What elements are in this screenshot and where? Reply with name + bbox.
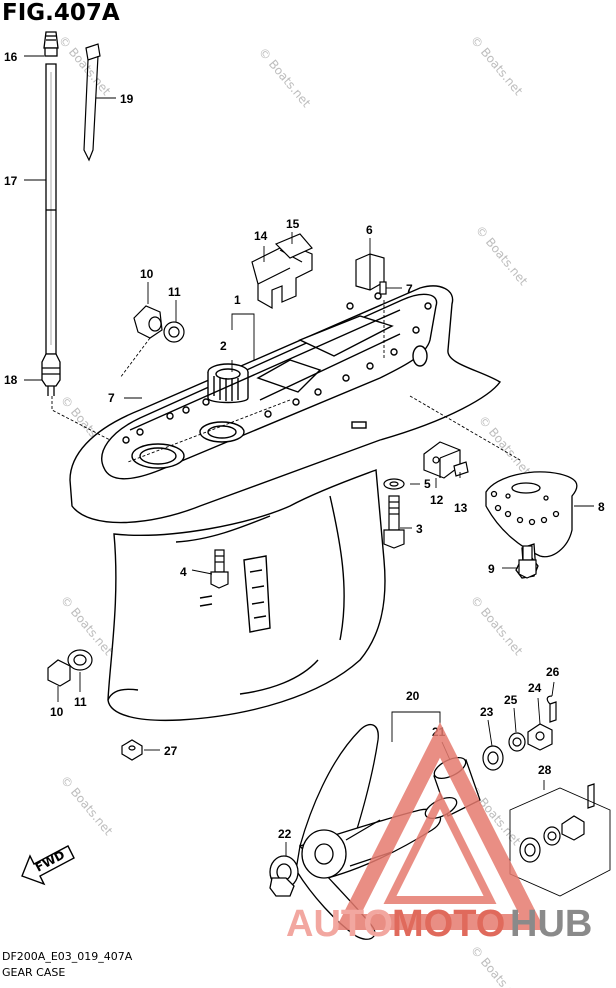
callout-19: 19 <box>120 92 134 106</box>
watermark: © Boats.net <box>58 593 116 658</box>
watermark: © Boats.net <box>56 33 114 98</box>
anode-bolt <box>518 545 537 579</box>
logo-text-auto: AUTO <box>286 903 393 945</box>
callout-3: 3 <box>416 522 423 536</box>
hardware-kit <box>519 783 595 863</box>
callout-24: 24 <box>528 681 542 695</box>
callout-27: 27 <box>164 744 178 758</box>
callout-4: 4 <box>180 565 187 579</box>
callout-labels: 16 19 17 15 14 6 10 11 7 1 2 18 7 5 12 1… <box>4 50 605 841</box>
callout-10: 10 <box>50 705 64 719</box>
watermark: © Boats.net <box>473 223 531 288</box>
figure-code: DF200A_E03_019_407A <box>2 950 133 963</box>
callout-8: 8 <box>598 500 605 514</box>
figure-name: GEAR CASE <box>2 966 66 979</box>
upper-bracket <box>251 233 313 310</box>
watermark: © Boats.net <box>256 45 314 110</box>
automotohub-logo: AUTO MOTO HUB <box>286 722 592 945</box>
callout-9: 9 <box>488 562 495 576</box>
callout-1: 1 <box>234 293 241 307</box>
gear-case-lower-body <box>107 469 386 722</box>
callout-11: 11 <box>74 695 87 709</box>
drive-shaft-group <box>41 31 61 396</box>
callout-17: 17 <box>4 174 18 188</box>
cover-cap <box>355 253 387 295</box>
short-bolt <box>210 549 229 589</box>
callout-15: 15 <box>286 217 300 231</box>
callout-25: 25 <box>504 693 518 707</box>
watermark: © Boats.net <box>476 413 534 478</box>
callout-28: 28 <box>538 763 552 777</box>
callout-20: 20 <box>406 689 420 703</box>
callout-10: 10 <box>140 267 154 281</box>
callout-26: 26 <box>546 665 560 679</box>
watermark: © Boats.net <box>468 593 526 658</box>
logo-text-moto: MOTO <box>392 903 505 945</box>
callout-18: 18 <box>4 373 18 387</box>
callout-13: 13 <box>454 501 468 515</box>
callout-7: 7 <box>406 282 413 296</box>
propeller-nut-set <box>482 695 557 771</box>
watermark: © Boats.net <box>468 943 526 988</box>
watermark: © Boats.net <box>58 773 116 838</box>
callout-6: 6 <box>366 223 373 237</box>
callout-14: 14 <box>254 229 268 243</box>
long-bolt <box>383 495 405 549</box>
lower-plug-and-washer <box>47 649 93 687</box>
cable-tie <box>83 43 101 162</box>
callout-2: 2 <box>220 339 227 353</box>
forward-direction-arrow: FWD <box>21 845 75 886</box>
front-thrust-washer <box>269 855 299 897</box>
logo-text-hub: HUB <box>510 903 592 945</box>
callout-22: 22 <box>278 827 292 841</box>
callout-23: 23 <box>480 705 494 719</box>
callout-16: 16 <box>4 50 18 64</box>
upper-plug-and-washer <box>133 305 185 343</box>
callout-12: 12 <box>430 493 444 507</box>
small-anode-assembly <box>383 441 469 490</box>
callout-11: 11 <box>168 285 181 299</box>
watermark: © Boats.net <box>468 33 526 98</box>
callout-5: 5 <box>424 477 431 491</box>
small-nut <box>121 739 143 761</box>
callout-7: 7 <box>108 391 115 405</box>
gear-case-housing <box>69 285 502 524</box>
figure-title: FIG.407A <box>2 0 120 26</box>
